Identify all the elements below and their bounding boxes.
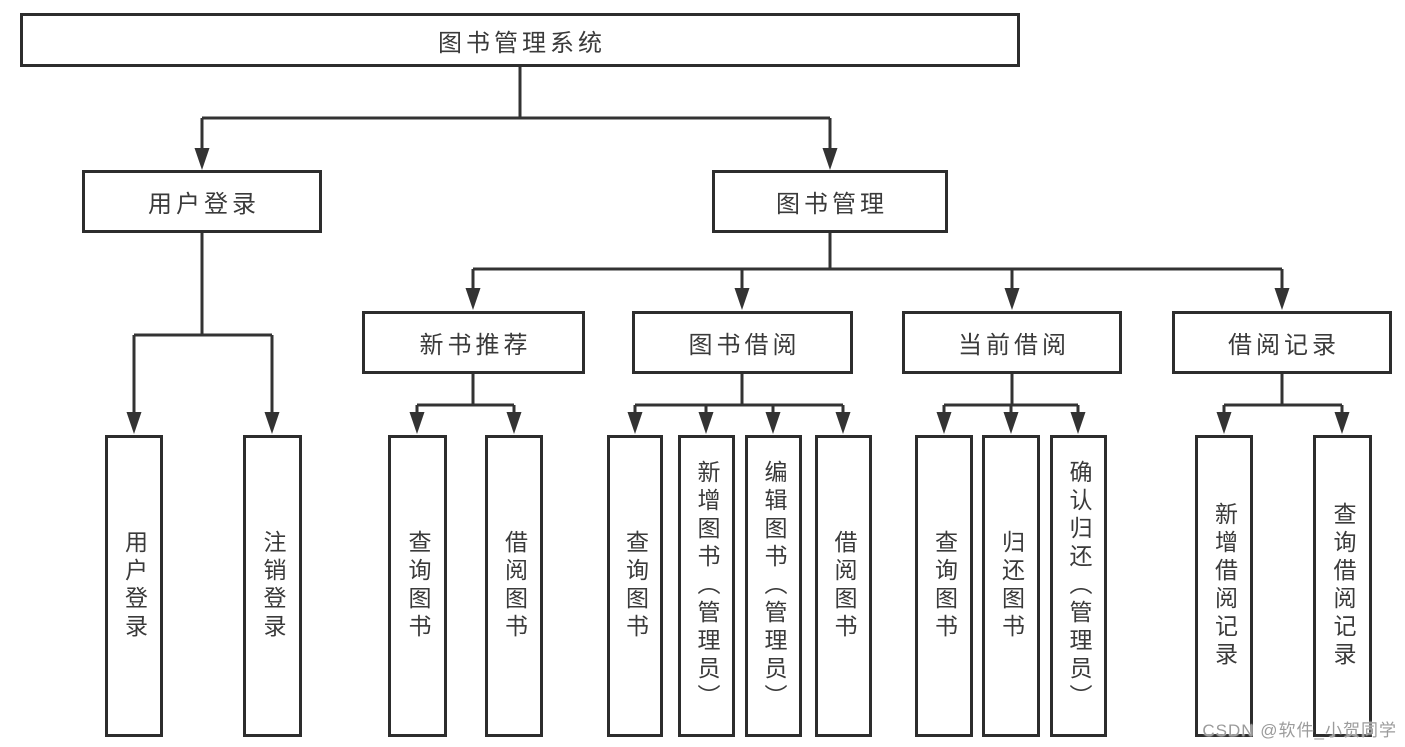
connector-book-management-fork (471, 233, 1284, 294)
node-book-borrow: 图书借阅 (632, 311, 853, 374)
node-borrow-records: 借阅记录 (1172, 311, 1392, 374)
node-label: 借阅图书 (831, 530, 857, 642)
node-label: 确认归还（管理员） (1066, 460, 1092, 712)
arrowhead (264, 412, 280, 434)
node-edit-book-admin: 编辑图书（管理员） (745, 435, 802, 737)
connector-current-borrow-fork (942, 374, 1080, 418)
arrowhead (1070, 412, 1086, 434)
node-label: 查询图书 (622, 530, 649, 642)
node-label: 归还图书 (998, 530, 1025, 642)
node-return-book: 归还图书 (982, 435, 1040, 737)
arrowhead (1003, 412, 1019, 434)
node-label: 编辑图书（管理员） (761, 460, 787, 712)
node-label: 用户登录 (121, 530, 148, 642)
connector-new-book-recommend-fork (415, 374, 516, 418)
arrowhead (1274, 288, 1290, 310)
arrowhead (465, 288, 481, 310)
node-root: 图书管理系统 (20, 13, 1020, 67)
arrowhead (506, 412, 522, 434)
arrowhead (734, 288, 750, 310)
arrowhead (765, 412, 781, 434)
arrowhead (1334, 412, 1350, 434)
node-label: 新增图书（管理员） (694, 460, 720, 712)
node-book-management: 图书管理 (712, 170, 948, 233)
node-user-login-leaf: 用户登录 (105, 435, 163, 737)
connector-root-to-level2 (200, 67, 832, 154)
node-label: 注销登录 (260, 530, 286, 642)
arrowhead (822, 148, 838, 170)
node-user-login: 用户登录 (82, 170, 322, 233)
arrowhead (627, 412, 643, 434)
node-add-borrow-record: 新增借阅记录 (1195, 435, 1253, 737)
node-label: 查询借阅记录 (1330, 502, 1356, 670)
node-label: 查询图书 (931, 530, 958, 642)
node-borrow-books-leaf: 借阅图书 (815, 435, 872, 737)
arrowhead (835, 412, 851, 434)
arrowhead (698, 412, 714, 434)
node-confirm-return-admin: 确认归还（管理员） (1050, 435, 1107, 737)
node-logout: 注销登录 (243, 435, 302, 737)
node-label: 新增借阅记录 (1211, 502, 1238, 670)
node-query-books-recommend: 查询图书 (388, 435, 447, 737)
node-current-borrow: 当前借阅 (902, 311, 1122, 374)
arrowhead (1216, 412, 1232, 434)
arrowhead (1004, 288, 1020, 310)
csdn-watermark: CSDN @软件_小贺同学 (1202, 721, 1397, 740)
arrowhead (126, 412, 142, 434)
node-borrow-books-recommend: 借阅图书 (485, 435, 543, 737)
node-query-books-current: 查询图书 (915, 435, 973, 737)
arrowhead (936, 412, 952, 434)
node-query-borrow-record: 查询借阅记录 (1313, 435, 1372, 737)
node-label: 借阅图书 (501, 530, 528, 642)
arrowhead (409, 412, 425, 434)
connector-book-borrow-fork (633, 374, 845, 418)
node-add-book-admin: 新增图书（管理员） (678, 435, 735, 737)
arrowhead (194, 148, 210, 170)
connector-user-login-fork (132, 233, 274, 418)
node-query-books-borrow: 查询图书 (607, 435, 663, 737)
connector-borrow-records-fork (1222, 374, 1344, 418)
node-label: 查询图书 (405, 530, 431, 642)
node-new-book-recommend: 新书推荐 (362, 311, 585, 374)
